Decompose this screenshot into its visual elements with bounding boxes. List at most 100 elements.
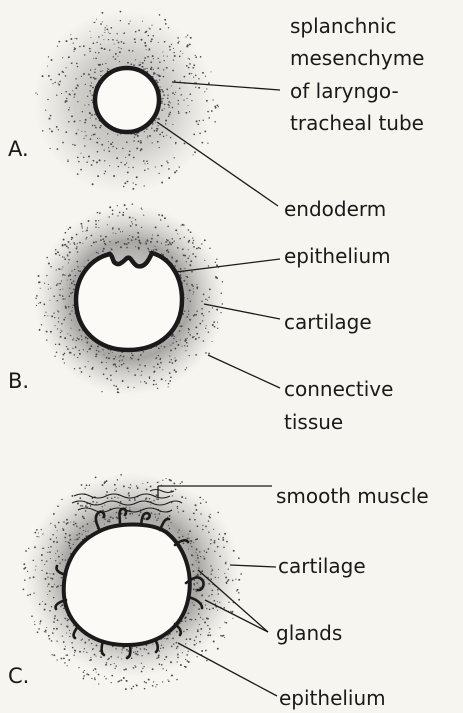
stipple-dot [116,157,118,159]
stipple-dot [221,292,222,293]
stipple-dot [107,68,108,69]
stipple-dot [64,257,65,258]
stipple-dot [201,243,202,244]
stipple-dot [198,337,199,338]
stipple-dot [134,374,136,376]
stipple-dot [116,40,117,41]
stipple-dot [81,225,82,226]
stipple-dot [187,298,188,299]
stipple-dot [232,611,234,613]
stipple-dot [70,94,71,95]
stipple-dot [91,678,92,679]
stipple-dot [148,35,150,37]
stipple-dot [184,268,185,269]
stipple-dot [121,649,122,650]
stipple-dot [153,366,155,368]
stipple-dot [60,606,61,607]
stipple-dot [52,632,54,634]
stipple-dot [41,324,42,325]
stipple-dot [116,512,118,514]
stipple-dot [125,507,126,508]
stipple-dot [107,659,108,660]
stipple-dot [129,235,130,236]
stipple-dot [155,79,157,81]
label-b-tissue: tissue [284,410,343,434]
stipple-dot [47,586,48,587]
stipple-dot [83,73,85,75]
stipple-dot [184,76,186,78]
stipple-dot [122,231,123,232]
stipple-dot [161,215,163,217]
stipple-dot [185,112,187,114]
stipple-dot [217,328,218,329]
stipple-dot [138,30,140,32]
stipple-dot [193,542,194,543]
stipple-dot [65,305,67,307]
stipple-dot [95,127,97,129]
stipple-dot [27,571,28,572]
stipple-dot [90,505,91,506]
stipple-dot [35,298,36,299]
stipple-dot [56,284,58,286]
stipple-dot [184,340,186,342]
stipple-dot [174,265,176,267]
stipple-dot [120,231,121,232]
stipple-dot [91,235,93,237]
stipple-dot [171,502,172,503]
stipple-dot [172,495,173,496]
stipple-dot [222,537,224,539]
stipple-dot [104,676,105,677]
stipple-dot [225,622,227,624]
stipple-dot [126,247,127,248]
stipple-dot [195,619,197,621]
stipple-dot [91,135,92,136]
stipple-dot [95,57,97,59]
stipple-dot [202,529,203,530]
stipple-dot [98,52,100,54]
stipple-dot [199,641,201,643]
stipple-dot [145,241,146,242]
stipple-dot [83,266,84,267]
stipple-dot [184,237,185,238]
stipple-dot [105,368,107,370]
stipple-dot [55,560,56,561]
stipple-dot [179,326,180,327]
stipple-dot [150,68,151,69]
stipple-dot [109,49,110,50]
stipple-dot [189,538,190,539]
stipple-dot [36,295,38,297]
stipple-dot [127,171,129,173]
stipple-dot [69,630,70,631]
stipple-dot [67,247,69,249]
stipple-dot [163,94,165,96]
stipple-dot [62,295,63,296]
stipple-dot [133,64,135,66]
stipple-dot [65,232,67,234]
stipple-dot [141,208,142,209]
stipple-dot [113,56,114,57]
stipple-dot [72,305,73,306]
stipple-dot [78,270,79,271]
stipple-dot [58,556,60,558]
stipple-dot [63,319,65,321]
stipple-dot [79,367,81,369]
stipple-dot [61,280,62,281]
stipple-dot [144,648,146,650]
stipple-dot [57,505,59,507]
stipple-dot [62,256,63,257]
stipple-dot [88,531,89,532]
stipple-dot [131,358,133,360]
stipple-dot [103,373,105,375]
stipple-dot [37,631,39,633]
stipple-dot [97,346,99,348]
stipple-dot [180,225,181,226]
stipple-dot [173,369,175,371]
stipple-dot [66,100,68,102]
stipple-dot [76,63,78,65]
stipple-dot [178,512,179,513]
stipple-dot [195,55,196,56]
stipple-dot [198,78,199,79]
stipple-dot [207,634,209,636]
stipple-dot [99,127,101,129]
stipple-dot [68,121,70,123]
